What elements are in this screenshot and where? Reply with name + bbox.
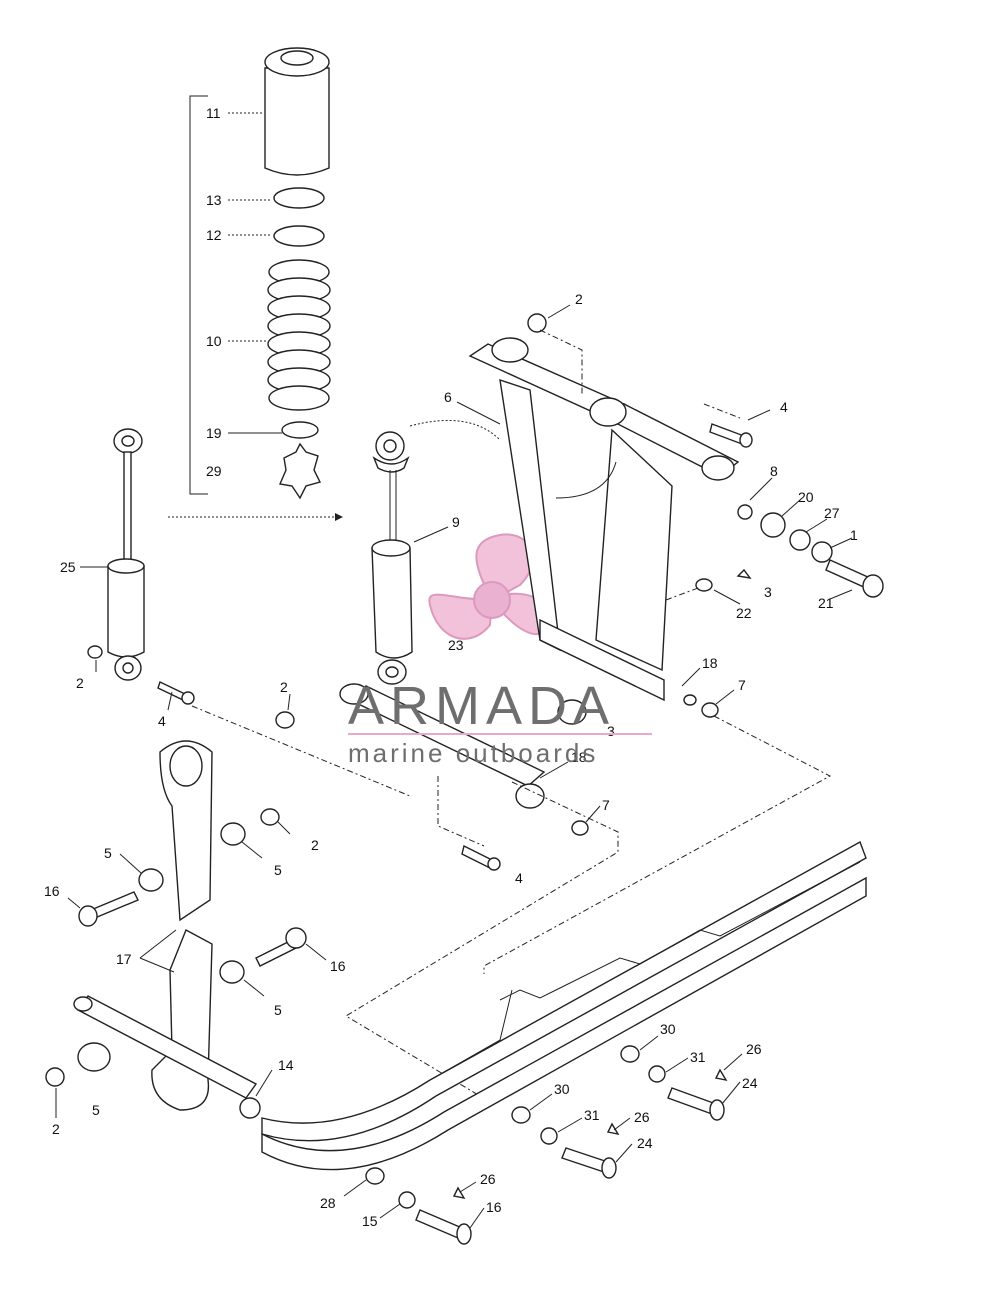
- callout-5-bottom: 5: [92, 1102, 100, 1118]
- bolt-4-top: [709, 423, 753, 448]
- callout-labels: 11 13 12 10 19 29 25 2 4 2 9 6 2 4 8 20 …: [44, 105, 858, 1229]
- watermark-text: ARMADA marine outboards: [348, 676, 652, 768]
- nuts-2-lower: [45, 808, 280, 1087]
- rail-hardware: [365, 1045, 728, 1245]
- callout-16-bottom: 16: [486, 1199, 502, 1215]
- bolt-4-left: [157, 681, 195, 705]
- link-17-lower: [151, 929, 213, 1111]
- callout-26-bottom: 26: [480, 1171, 496, 1187]
- callout-2-left-shock: 2: [76, 675, 84, 691]
- washer-7-lower: [571, 820, 589, 836]
- callout-8: 8: [770, 463, 778, 479]
- callout-16-left: 16: [44, 883, 60, 899]
- callout-2-center: 2: [280, 679, 288, 695]
- callout-24-lower: 24: [637, 1135, 653, 1151]
- callout-17: 17: [116, 951, 132, 967]
- callout-31-lower: 31: [584, 1107, 600, 1123]
- bolts-16-left: [78, 891, 307, 967]
- watermark-brand: ARMADA: [348, 676, 615, 736]
- callout-2-top: 2: [575, 291, 583, 307]
- callout-2-bottom: 2: [52, 1121, 60, 1137]
- callout-31-upper: 31: [690, 1049, 706, 1065]
- callout-20: 20: [798, 489, 814, 505]
- watermark-tagline: marine outboards: [348, 738, 598, 768]
- nut-2-top: [527, 313, 547, 333]
- callout-18-upper: 18: [702, 655, 718, 671]
- callout-12: 12: [206, 227, 222, 243]
- nut-2-center: [275, 711, 295, 729]
- coil-spring-part: [267, 259, 331, 411]
- callout-22: 22: [736, 605, 752, 621]
- callout-14: 14: [278, 1057, 294, 1073]
- right-end-hardware: [737, 504, 884, 598]
- callout-2-link: 2: [311, 837, 319, 853]
- washer-7-upper: [683, 694, 719, 718]
- misc-leaders: [55, 304, 853, 1229]
- lower-cross-tube: [73, 995, 261, 1119]
- callout-11: 11: [206, 105, 221, 121]
- callout-5-link-left: 5: [104, 845, 112, 861]
- callout-26-lower: 26: [634, 1109, 650, 1125]
- callout-25: 25: [60, 559, 76, 575]
- callout-7-upper: 7: [738, 677, 746, 693]
- spring-seat-part: [279, 421, 322, 500]
- callout-1: 1: [850, 527, 858, 543]
- callout-13: 13: [206, 192, 222, 208]
- callout-30-lower: 30: [554, 1081, 570, 1097]
- callout-4-top: 4: [780, 399, 788, 415]
- grease-fitting-22: [695, 568, 752, 592]
- dashdot-leaders: [191, 329, 832, 1097]
- callout-10: 10: [206, 333, 222, 349]
- callout-29: 29: [206, 463, 222, 479]
- assembly-bracket: [189, 95, 208, 495]
- callout-4-center: 4: [515, 870, 523, 886]
- callout-5-link-right: 5: [274, 862, 282, 878]
- spring-leaders: [228, 112, 282, 434]
- assembly-arrow: [168, 513, 343, 521]
- callout-21: 21: [818, 595, 834, 611]
- bushing-3: [557, 699, 587, 725]
- nut-2-left: [87, 645, 103, 659]
- callout-18-lower: 18: [571, 749, 587, 765]
- center-shock-absorber: [371, 431, 413, 685]
- boot-cover-part: [264, 47, 330, 176]
- callout-3-upper: 3: [764, 584, 772, 600]
- callout-16-right: 16: [330, 958, 346, 974]
- callout-28: 28: [320, 1195, 336, 1211]
- upper-swing-arm: [409, 337, 740, 702]
- link-17-upper: [159, 740, 213, 922]
- bolt-4-center: [461, 844, 501, 871]
- callout-5-lower: 5: [274, 1002, 282, 1018]
- callout-27: 27: [824, 505, 840, 521]
- callout-3-lower: 3: [607, 723, 615, 739]
- callout-7-lower: 7: [602, 797, 610, 813]
- callout-19: 19: [206, 425, 222, 441]
- callout-15: 15: [362, 1213, 378, 1229]
- cross-tube: [339, 683, 546, 809]
- retainer-ring-part: [273, 187, 325, 247]
- callout-23: 23: [448, 637, 464, 653]
- callout-30-upper: 30: [660, 1021, 676, 1037]
- callout-4-left-shock: 4: [158, 713, 166, 729]
- callout-6: 6: [444, 389, 452, 405]
- washers-5: [77, 822, 246, 1072]
- callout-24-upper: 24: [742, 1075, 758, 1091]
- left-shock-absorber: [107, 428, 145, 681]
- slide-rail: [261, 840, 867, 1171]
- callout-26-upper: 26: [746, 1041, 762, 1057]
- callout-9: 9: [452, 514, 460, 530]
